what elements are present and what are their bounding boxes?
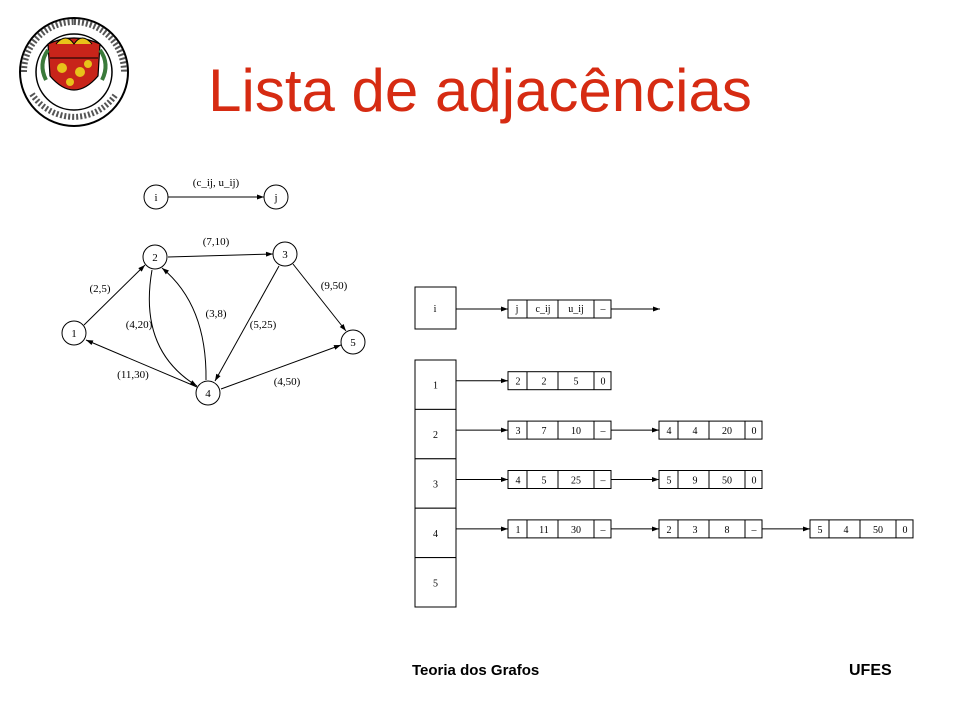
graph-edge-1-2 [83, 264, 146, 326]
graph-node-4 [195, 380, 221, 406]
list-node-value: 5 [574, 377, 579, 388]
list-node-value: 50 [873, 525, 883, 536]
list-node-value: – [751, 525, 758, 536]
list-node-value: 0 [903, 525, 908, 536]
footer-institution: UFES [849, 662, 892, 679]
list-node-value: 3 [693, 525, 698, 536]
legend-cell-capacity: u_ij [568, 304, 584, 315]
legend-cell-j: j [515, 304, 519, 315]
list-node [507, 519, 612, 539]
example-graph: 1 2 3 4 5 (2,5) (7,10) (4,20) (3,8) (5,2… [61, 236, 366, 406]
graph-node-2 [142, 244, 168, 270]
graph-node-5 [340, 329, 366, 355]
list-node-value: 50 [722, 476, 732, 487]
list-node-value: 11 [539, 525, 549, 536]
graph-edge-2-3-label: (7,10) [203, 236, 230, 248]
head-cell-label: 1 [433, 381, 438, 392]
list-node-value: – [600, 476, 607, 487]
graph-edge-4-2 [161, 267, 207, 381]
list-node-value: 2 [667, 525, 672, 536]
graph-edge-2-4-label: (4,20) [126, 319, 153, 331]
list-node-value: 2 [542, 377, 547, 388]
list-node-value: 10 [571, 426, 581, 437]
head-cell [414, 507, 457, 559]
list-node-value: 30 [571, 525, 581, 536]
legend-node-box [507, 299, 612, 319]
legend-edge-label: (c_ij, u_ij) [193, 177, 240, 189]
head-cell-label: 4 [433, 529, 438, 540]
graph-node-4-label: 4 [205, 388, 211, 400]
footer-course: Teoria dos Grafos [412, 662, 540, 679]
head-cell [414, 557, 457, 608]
graph-edge-4-2-label: (3,8) [205, 308, 226, 320]
edge-legend: i j (c_ij, u_ij) [143, 177, 289, 210]
list-node-value: 0 [752, 476, 757, 487]
list-node-value: 4 [516, 476, 521, 487]
graph-edge-3-4-label: (5,25) [250, 319, 277, 331]
list-node [658, 470, 763, 489]
head-cell-label: 5 [433, 578, 438, 589]
graph-edge-4-1 [85, 339, 198, 388]
list-node [658, 519, 763, 539]
graph-edge-4-1-label: (11,30) [117, 369, 149, 381]
head-cell [414, 458, 457, 509]
legend-cell-cost: c_ij [536, 304, 551, 315]
list-node-value: 5 [667, 476, 672, 487]
graph-edge-3-5 [292, 263, 347, 332]
graph-node-1 [61, 320, 87, 346]
list-node [507, 420, 612, 440]
graph-node-2-label: 2 [152, 252, 158, 264]
graph-edge-3-5-label: (9,50) [321, 280, 348, 292]
graph-edge-3-4 [214, 265, 280, 382]
list-node-value: – [600, 426, 607, 437]
graph-edge-1-2-label: (2,5) [89, 283, 110, 295]
page-title: Lista de adjacências [208, 57, 752, 124]
list-node-legend: i j c_ij u_ij – [414, 286, 660, 330]
list-node-value: 20 [722, 426, 732, 437]
list-node-value: 5 [818, 525, 823, 536]
list-node-value: 4 [693, 426, 698, 437]
head-cell-label: 3 [433, 480, 438, 491]
list-node-value: 9 [693, 476, 698, 487]
legend-node-i-label: i [154, 192, 157, 204]
list-node-value: 4 [844, 525, 849, 536]
list-node-value: 8 [725, 525, 730, 536]
head-cell-label: 2 [433, 430, 438, 441]
ufes-seal-logo [19, 17, 129, 127]
list-node-value: 3 [516, 426, 521, 437]
graph-edge-4-5-label: (4,50) [274, 376, 301, 388]
graph-node-3-label: 3 [282, 249, 288, 261]
list-node [507, 470, 612, 489]
list-node-value: 0 [601, 377, 606, 388]
list-node-value: 25 [571, 476, 581, 487]
graph-node-5-label: 5 [350, 337, 356, 349]
list-node-value: 1 [516, 525, 521, 536]
list-node-value: – [600, 525, 607, 536]
graph-edge-2-4 [148, 269, 198, 387]
list-node [809, 519, 914, 539]
list-node-value: 4 [667, 426, 672, 437]
list-node [507, 371, 612, 391]
legend-head-label: i [434, 304, 437, 315]
graph-edge-2-3 [167, 251, 274, 258]
legend-cell-next: – [600, 304, 607, 315]
list-node [658, 420, 763, 440]
list-node-value: 7 [542, 426, 547, 437]
list-node-value: 5 [542, 476, 547, 487]
graph-edge-4-5 [220, 344, 342, 390]
graph-node-1-label: 1 [71, 328, 77, 340]
legend-head-cell [414, 286, 457, 330]
list-node-value: 0 [752, 426, 757, 437]
list-node-value: 2 [516, 377, 521, 388]
legend-node-j-label: j [273, 192, 277, 204]
